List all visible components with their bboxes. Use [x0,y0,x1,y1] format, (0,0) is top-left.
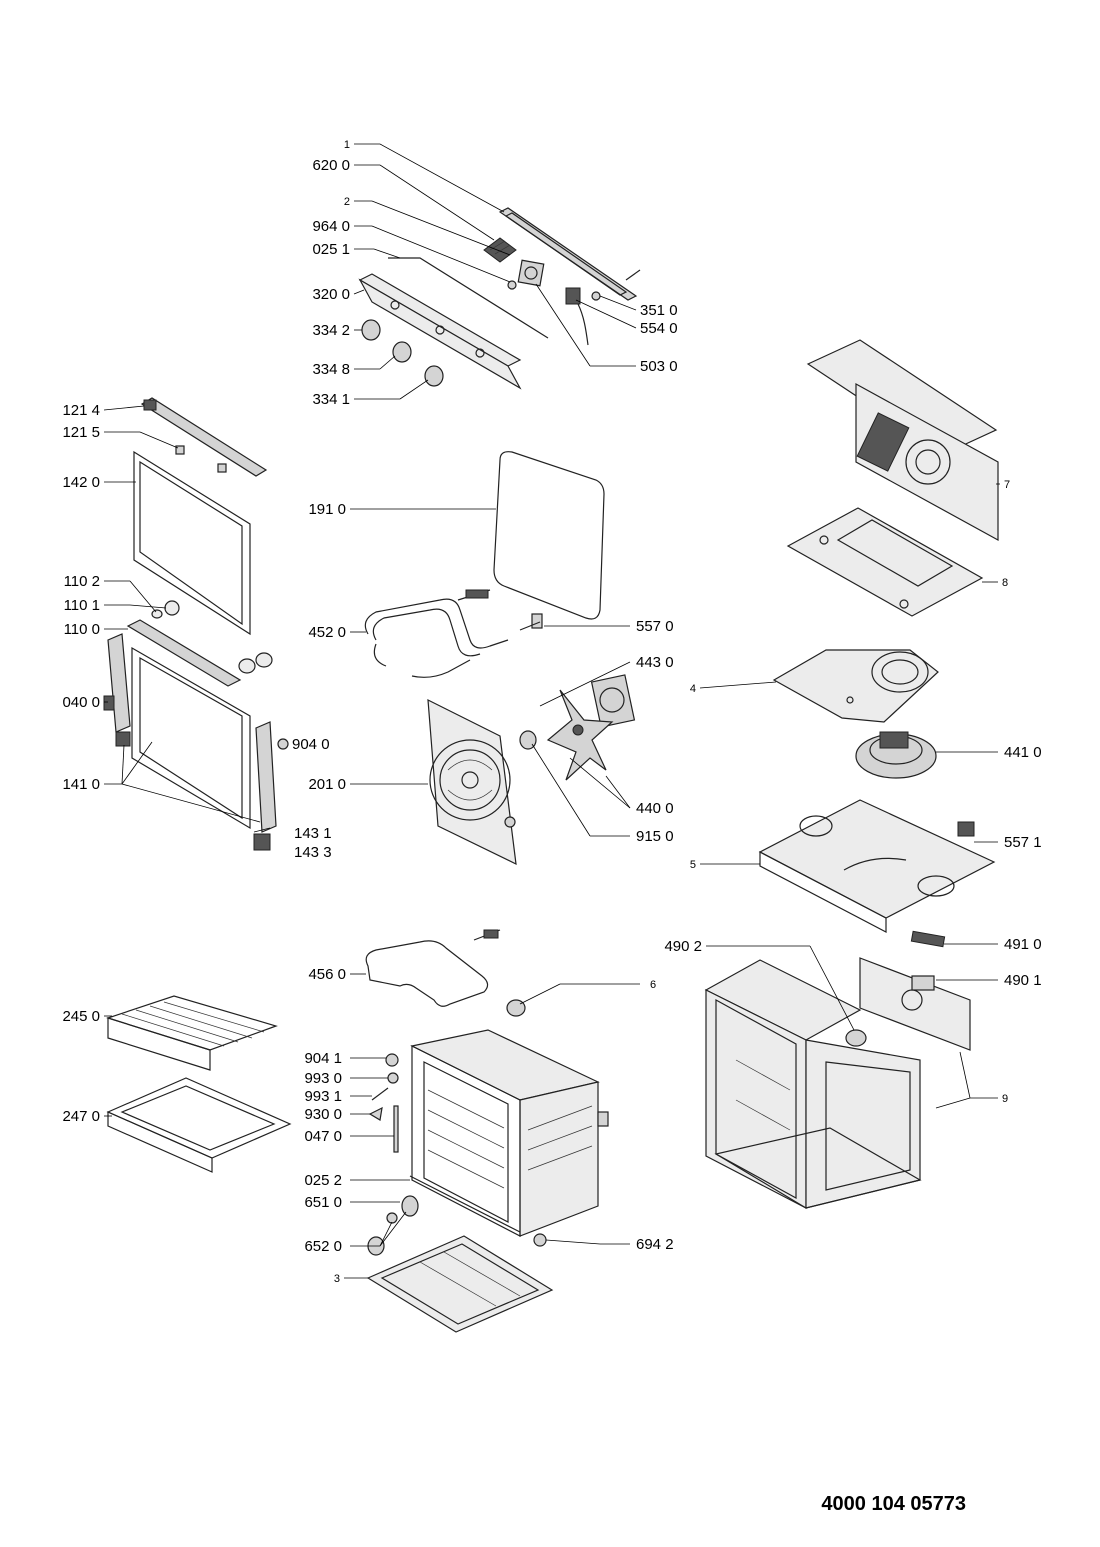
duct-plate-4 [772,649,939,723]
outer-casing-9 [704,959,922,1209]
callout-121-5: 121 5 [62,424,100,441]
electrical-parts [845,930,971,1051]
callout-191-0: 191 0 [308,501,346,518]
door-gasket [493,451,605,620]
callout-025-1: 025 1 [312,241,350,258]
callout-490-1: 490 1 [1004,972,1042,989]
callout-9: 9 [1002,1093,1008,1105]
callout-4: 4 [690,683,696,695]
callout-labels: 1 620 0 2 964 0 025 1 320 0 334 2 334 8 … [62,139,1041,1285]
bottom-heating-element [365,929,501,1007]
callout-993-1: 993 1 [304,1088,342,1105]
callout-452-0: 452 0 [308,624,346,641]
rear-fan-cover [427,698,517,866]
housing-panels [786,339,999,617]
callout-6: 6 [650,979,656,991]
callout-503-0: 503 0 [640,358,678,375]
callout-334-8: 334 8 [312,361,350,378]
callout-440-0: 440 0 [636,800,674,817]
cover-plate-5 [758,799,996,933]
control-panel-assembly [358,207,641,390]
callout-110-0: 110 0 [64,621,100,638]
callout-247-0: 247 0 [62,1108,100,1125]
callout-915-0: 915 0 [636,828,674,845]
callout-201-0: 201 0 [308,776,346,793]
callout-964-0: 964 0 [312,218,350,235]
callout-620-0: 620 0 [312,157,350,174]
callout-491-0: 491 0 [1004,936,1042,953]
top-heating-element [364,589,509,678]
lamp-6 [506,999,526,1017]
oven-racks [106,995,292,1173]
callout-694-2: 694 2 [636,1236,674,1253]
callout-110-1: 110 1 [64,597,100,614]
callout-2: 2 [344,196,350,208]
callout-904-1: 904 1 [304,1050,342,1067]
callout-456-0: 456 0 [308,966,346,983]
callout-904-0: 904 0 [292,736,330,753]
oven-cavity [366,1029,609,1333]
callout-652-0: 652 0 [304,1238,342,1255]
callout-490-2: 490 2 [664,938,702,955]
callout-443-0: 443 0 [636,654,674,671]
callout-7: 7 [1004,479,1010,491]
callout-320-0: 320 0 [312,286,350,303]
callout-143-1: 143 1 [294,825,332,842]
callout-245-0: 245 0 [62,1008,100,1025]
callout-351-0: 351 0 [640,302,678,319]
door-assembly [103,397,289,851]
callout-557-1: 557 1 [1004,834,1042,851]
callout-557-0: 557 0 [636,618,674,635]
callout-1: 1 [344,139,350,151]
callout-025-2: 025 2 [304,1172,342,1189]
callout-993-0: 993 0 [304,1070,342,1087]
callout-554-0: 554 0 [640,320,678,337]
callout-930-0: 930 0 [304,1106,342,1123]
callout-141-0: 141 0 [62,776,100,793]
callout-3: 3 [334,1273,340,1285]
callout-334-1: 334 1 [312,391,350,408]
callout-143-3: 143 3 [294,844,332,861]
leader-lines [103,143,1000,1279]
callout-5: 5 [690,859,696,871]
callout-334-2: 334 2 [312,322,350,339]
callout-040-0: 040 0 [62,694,100,711]
cooling-fan [855,731,937,779]
document-number: 4000 104 05773 [821,1493,966,1515]
callout-121-4: 121 4 [62,402,100,419]
callout-8: 8 [1002,577,1008,589]
callout-142-0: 142 0 [62,474,100,491]
callout-047-0: 047 0 [304,1128,342,1145]
callout-441-0: 441 0 [1004,744,1042,761]
callout-651-0: 651 0 [304,1194,342,1211]
sensor-557-0 [519,613,543,631]
fan-motor-assembly [519,674,636,781]
callout-110-2: 110 2 [64,573,100,590]
